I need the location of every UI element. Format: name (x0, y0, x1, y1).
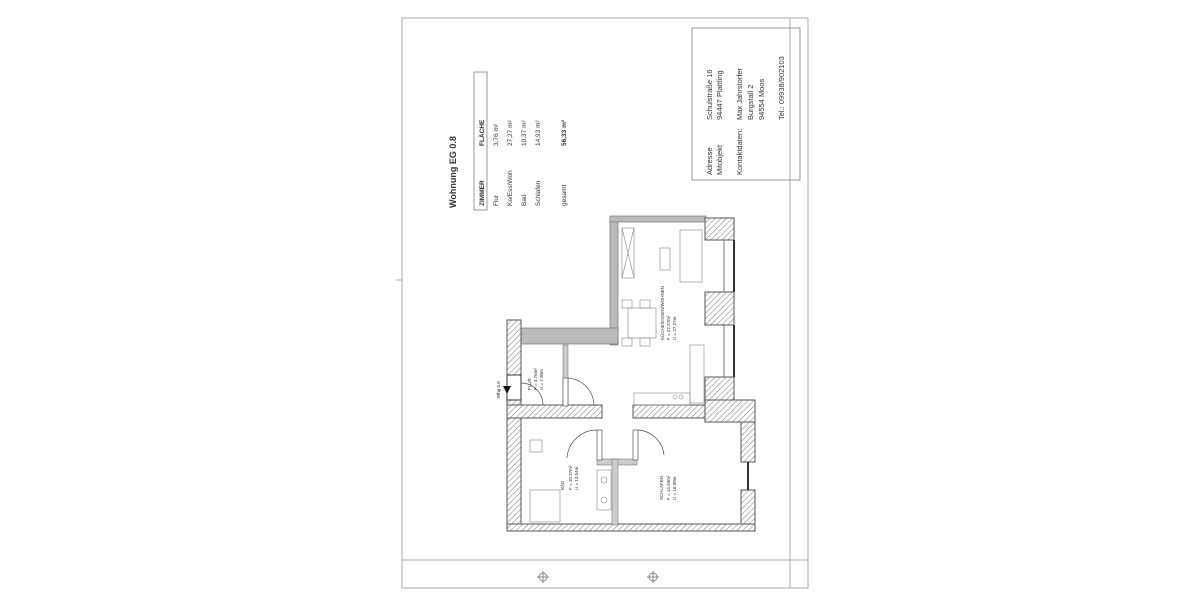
svg-text:Whg 0.8: Whg 0.8 (496, 381, 501, 398)
entrance-arrow-icon (503, 386, 511, 394)
room-labels: Whg 0.8 KÜCHE/ESSEN/WOHNEN F = 27.27m² U… (496, 286, 677, 500)
page-title: Wohnung EG 0.8 (448, 136, 458, 208)
svg-text:94554 Moos: 94554 Moos (757, 78, 766, 120)
info-text: Adresse Mitobjekt Schulstraße 16 94447 P… (705, 56, 786, 175)
svg-text:Burgstall 2: Burgstall 2 (746, 85, 755, 120)
svg-text:Tel.: 09938/902103: Tel.: 09938/902103 (777, 56, 786, 120)
svg-text:U = 16.00m: U = 16.00m (672, 476, 677, 500)
svg-text:56,33 m²: 56,33 m² (561, 119, 568, 146)
svg-text:FLUR: FLUR (527, 377, 532, 390)
svg-text:F = 14.93m²: F = 14.93m² (666, 475, 671, 500)
svg-text:F = 27.27m²: F = 27.27m² (666, 315, 671, 340)
svg-text:BAD: BAD (560, 480, 565, 490)
svg-text:F = 3.76m²: F = 3.76m² (533, 368, 538, 390)
svg-text:SCHLAFEN: SCHLAFEN (659, 476, 664, 500)
svg-text:U = 13.54m: U = 13.54m (574, 466, 579, 490)
area-table: ZIMMER FLÄCHE Flur 3,76 m² Ko/Ess/Woh 27… (478, 119, 568, 206)
svg-text:Mitobjekt: Mitobjekt (715, 144, 724, 175)
svg-text:U = 27.27m: U = 27.27m (672, 316, 677, 340)
svg-text:Schlafen: Schlafen (535, 180, 542, 206)
svg-text:gesamt: gesamt (561, 184, 568, 206)
svg-text:Bad: Bad (521, 194, 528, 206)
svg-text:3,76 m²: 3,76 m² (493, 123, 500, 146)
svg-text:14,93 m²: 14,93 m² (535, 120, 542, 146)
svg-text:10,37 m²: 10,37 m² (521, 120, 528, 146)
svg-text:F = 10.37m²: F = 10.37m² (568, 465, 573, 490)
svg-text:U = 7.90m: U = 7.90m (539, 369, 544, 390)
svg-text:27,27 m²: 27,27 m² (507, 120, 514, 146)
page-frame (396, 17, 809, 589)
svg-text:Flur: Flur (493, 194, 500, 206)
svg-text:Max Jahrstorfer: Max Jahrstorfer (735, 67, 744, 120)
info-box (691, 27, 801, 181)
crosshair-marks (537, 571, 659, 583)
svg-text:KÜCHE/ESSEN/WOHNEN: KÜCHE/ESSEN/WOHNEN (659, 286, 665, 340)
svg-text:Schulstraße 16: Schulstraße 16 (705, 70, 714, 120)
svg-text:Ko/Ess/Woh: Ko/Ess/Woh (507, 170, 514, 206)
table-header-box (473, 71, 488, 211)
svg-text:ZIMMER: ZIMMER (479, 180, 486, 206)
svg-text:94447 Plattling: 94447 Plattling (715, 70, 724, 120)
svg-text:Kontaktdaten:: Kontaktdaten: (735, 129, 744, 175)
svg-text:Adresse: Adresse (705, 147, 714, 175)
floor-plan (503, 215, 756, 532)
svg-text:FLÄCHE: FLÄCHE (478, 119, 486, 146)
